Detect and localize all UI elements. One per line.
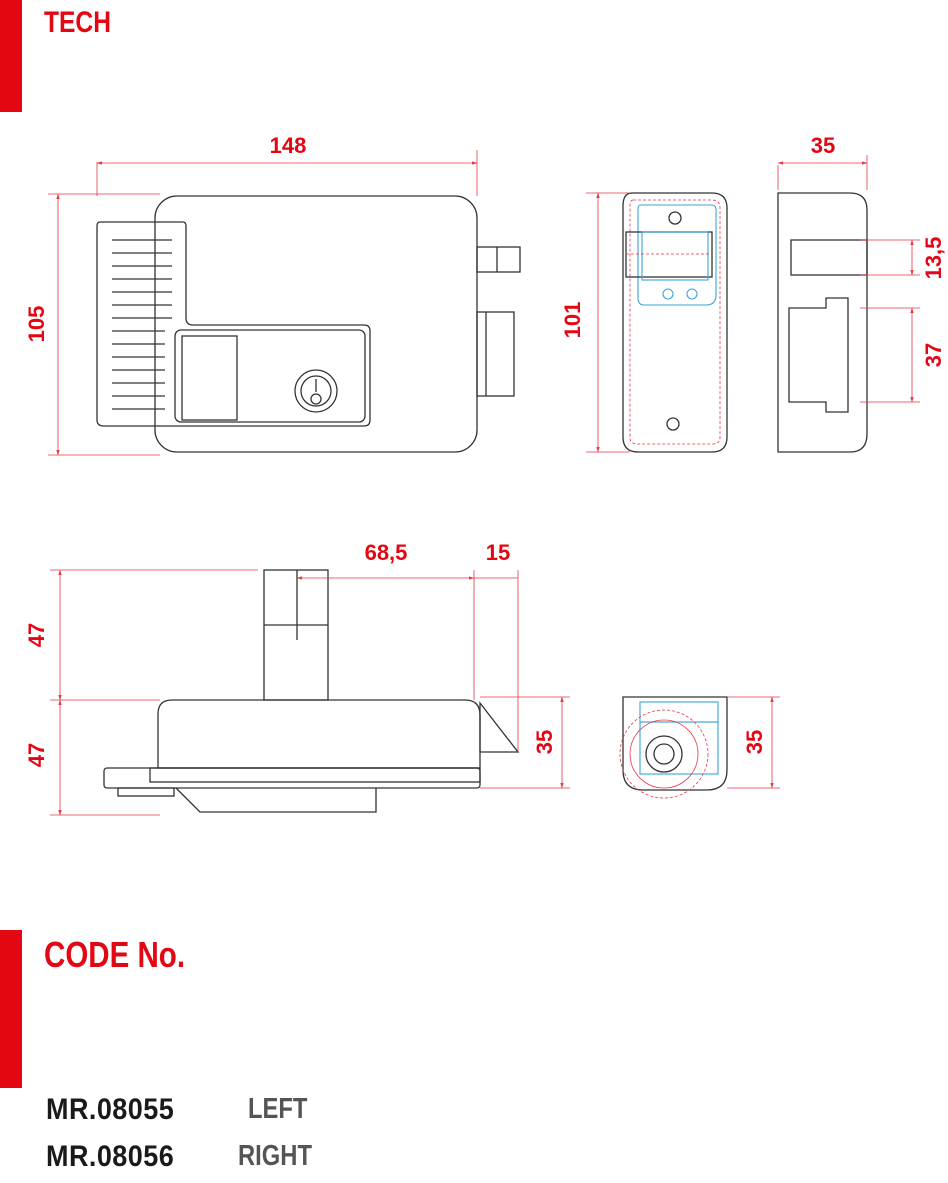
dim-side-height: 101 xyxy=(560,302,585,339)
code-right: MR.08056 xyxy=(46,1140,175,1173)
technical-drawing: 148 105 101 35 13,5 xyxy=(24,133,946,816)
dim-bottom-bolt: 68,5 xyxy=(365,540,408,565)
front-view: 148 105 xyxy=(24,133,521,456)
dim-upper-height: 47 xyxy=(24,623,49,647)
end-view: 35 13,5 37 xyxy=(777,133,946,453)
dim-front-width: 148 xyxy=(270,133,307,158)
dim-bolt-height: 37 xyxy=(921,343,946,367)
code-left: MR.08055 xyxy=(46,1093,175,1126)
bottom-view: 47 47 68,5 15 35 xyxy=(24,540,570,816)
dim-front-height: 105 xyxy=(24,306,49,343)
end-bottom-view: 35 xyxy=(619,696,780,799)
tech-title: TECH xyxy=(44,6,111,39)
dim-lower-height: 47 xyxy=(24,743,49,767)
code-title: CODE No. xyxy=(44,934,186,975)
side-left: LEFT xyxy=(248,1093,308,1125)
code-accent-bar xyxy=(0,930,22,1088)
side-right: RIGHT xyxy=(238,1140,312,1172)
tech-accent-bar xyxy=(0,0,22,112)
dim-side-depth: 35 xyxy=(811,133,835,158)
dim-bottom-projection: 15 xyxy=(486,540,510,565)
key-cylinder-icon xyxy=(294,369,338,413)
dim-end-depth: 35 xyxy=(742,730,767,754)
dim-body-depth: 35 xyxy=(532,730,557,754)
side-view: 101 xyxy=(560,192,728,453)
vent-ribs xyxy=(112,239,172,410)
dim-bolt-offset: 13,5 xyxy=(921,237,946,280)
